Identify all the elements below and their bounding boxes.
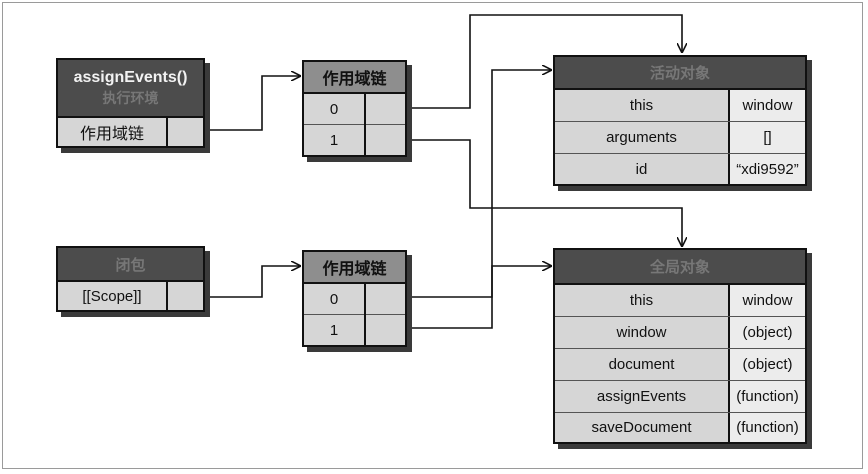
global-row-value: (function) — [736, 388, 799, 405]
global-object-box: 全局对象 this window window (object) documen… — [553, 248, 807, 444]
global-row-key: saveDocument — [591, 419, 692, 436]
global-row-key: window — [616, 324, 667, 341]
arrow-top1-to-global — [380, 139, 682, 246]
execution-context-header: assignEvents() 执行环境 — [58, 60, 203, 116]
global-row-value: window — [742, 292, 793, 309]
activation-row-key: this — [629, 97, 654, 114]
global-row-value: (object) — [742, 324, 793, 341]
activation-row-key: arguments — [606, 129, 677, 146]
activation-row-key: id — [635, 160, 648, 178]
arrow-bottom0-to-activation — [380, 70, 551, 298]
scope-chain-top-header: 作用域链 — [304, 62, 405, 92]
closure-box: 闭包 [[Scope]] — [56, 246, 205, 312]
global-object-title: 全局对象 — [649, 259, 710, 276]
arrow-closure-scope-to-chain-bottom — [186, 266, 300, 298]
scope-chain-bottom-index-0: 0 — [329, 290, 339, 308]
activation-object-box: 活动对象 this window arguments [] id “xdi959… — [553, 55, 807, 186]
activation-row-value: [] — [763, 129, 772, 146]
global-row-value: (function) — [736, 419, 799, 436]
activation-row-value: window — [742, 97, 793, 114]
closure-header: 闭包 — [58, 248, 203, 280]
scope-chain-bottom-header: 作用域链 — [304, 252, 405, 282]
arrow-top0-to-activation — [380, 14, 682, 109]
scope-chain-top-index-1: 1 — [329, 131, 339, 149]
execution-context-box: assignEvents() 执行环境 作用域链 — [56, 58, 205, 148]
global-row-value: (object) — [742, 356, 793, 373]
execution-context-title: assignEvents() — [73, 69, 188, 86]
activation-object-title: 活动对象 — [649, 65, 710, 82]
scope-chain-top-index-0: 0 — [329, 100, 339, 118]
global-object-header: 全局对象 — [555, 250, 805, 283]
closure-title: 闭包 — [115, 256, 146, 274]
arrow-exec-scope-to-chain-top — [186, 76, 300, 131]
global-row-key: assignEvents — [596, 388, 687, 405]
scope-chain-top-box: 作用域链 0 1 — [302, 60, 407, 157]
scope-chain-bottom-index-1: 1 — [329, 321, 339, 339]
execution-context-scope-label: 作用域链 — [79, 126, 144, 143]
execution-context-subtitle: 执行环境 — [102, 90, 159, 106]
scope-chain-bottom-box: 作用域链 0 1 — [302, 250, 407, 347]
global-row-key: this — [629, 292, 654, 309]
activation-object-header: 活动对象 — [555, 57, 805, 88]
global-row-key: document — [608, 356, 675, 373]
arrow-bottom1-to-global — [380, 266, 551, 329]
closure-scope-label: [[Scope]] — [82, 287, 142, 305]
activation-row-value: “xdi9592” — [736, 160, 799, 178]
